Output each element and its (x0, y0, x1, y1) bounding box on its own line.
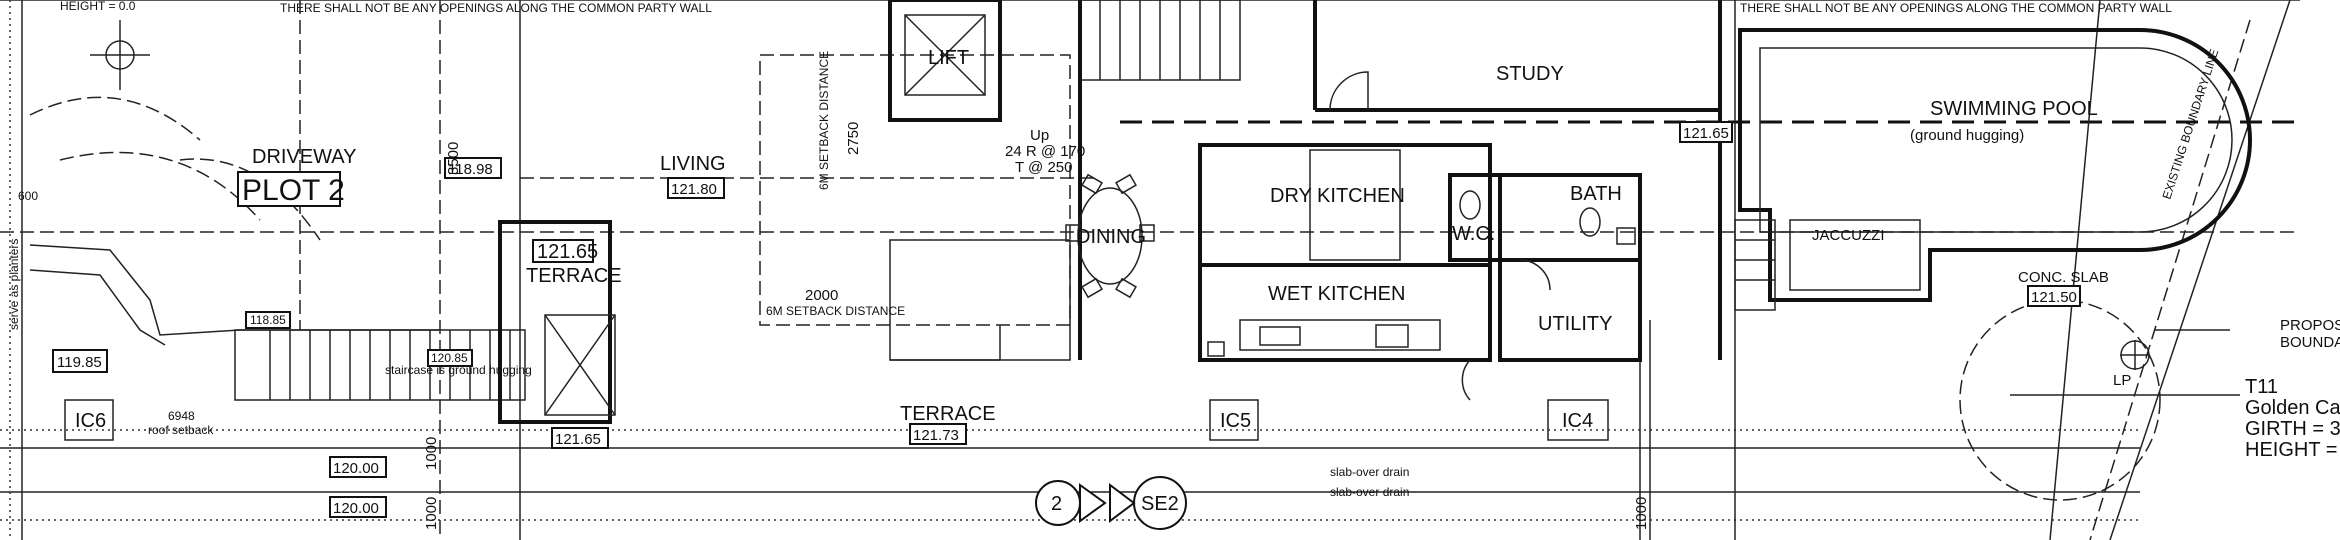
level-driveway: 118.98 (448, 161, 493, 178)
terrace-upper-label: TERRACE (526, 265, 622, 287)
setback-6948: 6948 (168, 409, 195, 423)
dimension-2000: 2000 (805, 287, 838, 304)
ic6-chamber (64, 399, 114, 441)
swimming-pool-label: SWIMMING POOL (1930, 98, 2098, 120)
plot-label: PLOT 2 (242, 174, 345, 207)
party-wall-note-right: THERE SHALL NOT BE ANY OPENINGS ALONG TH… (1740, 1, 2172, 15)
height-note: HEIGHT = 0.0 (60, 0, 136, 13)
wet-kitchen-label: WET KITCHEN (1268, 283, 1405, 305)
boundary-note: EXISTING BOUNDARY LINE (2160, 47, 2222, 201)
dry-kitchen-label: DRY KITCHEN (1270, 185, 1405, 207)
right-note-line1: PROPOSI (2280, 317, 2340, 334)
level-stair-mid: 120.85 (431, 351, 468, 365)
party-wall-note-left: THERE SHALL NOT BE ANY OPENINGS ALONG TH… (280, 1, 712, 15)
stair-up-note: Up (1030, 127, 1049, 144)
level-road-1: 120.00 (333, 460, 379, 477)
tree-name: Golden Ca (2245, 397, 2340, 419)
study-block (1313, 0, 1722, 360)
living-label: LIVING (660, 153, 726, 175)
level-left-edge: 119.85 (57, 354, 102, 371)
driveway-label: DRIVEWAY (252, 146, 356, 168)
conc-slab-label: CONC. SLAB (2018, 269, 2109, 286)
tree-height: HEIGHT = (2245, 439, 2337, 461)
jaccuzzi-label: JACCUZZI (1812, 227, 1885, 244)
ic5-label: IC5 (1220, 410, 1251, 432)
plan-grid-lines (0, 0, 2300, 521)
side-dimension-600: 600 (18, 189, 38, 203)
dimension-2750: 2750 (845, 122, 862, 155)
dining-table (1065, 173, 1155, 299)
right-note-line2: BOUNDA (2280, 334, 2340, 351)
tree-tag: T11 (2245, 376, 2278, 398)
utility-label: UTILITY (1538, 313, 1612, 335)
wet-areas (1448, 173, 1642, 401)
dining-label: DINING (1076, 226, 1146, 248)
ic4-label: IC4 (1562, 410, 1593, 432)
serve-as-planters-note: serve as planters (7, 239, 21, 330)
study-label: STUDY (1496, 63, 1564, 85)
level-pool: 121.65 (1683, 125, 1729, 142)
setback-note-2: 6M SETBACK DISTANCE (766, 304, 905, 318)
grid-marker-label: 2 (1051, 493, 1062, 515)
roof-setback-note: roof setback (148, 423, 214, 437)
wc-label: W.C. (1452, 223, 1495, 245)
stair-riser-note: 24 R @ 170 (1005, 143, 1085, 160)
ic4-chamber (1547, 399, 1609, 441)
ground-hugging-label: (ground hugging) (1910, 127, 2024, 144)
bath-label: BATH (1570, 183, 1622, 205)
stair-tread-note: T @ 250 (1015, 159, 1072, 176)
ic5-chamber (1209, 399, 1259, 441)
lower-staircase (234, 311, 526, 401)
tree-girth: GIRTH = 3 (2245, 418, 2340, 440)
lift-and-stair (888, 0, 1241, 360)
swimming-pool (1734, 28, 2252, 311)
dimension-1000c: 1000 (1633, 497, 1650, 530)
inspection-chambers (64, 399, 1609, 441)
level-road-2: 120.00 (333, 500, 379, 517)
level-terrace-upper: 121.65 (537, 241, 598, 263)
section-marker-label: SE2 (1141, 493, 1179, 515)
tree-canopy (1959, 299, 2240, 501)
lamp-post-label: LP (2113, 372, 2131, 389)
slab-over-drain-2: slab-over drain (1330, 485, 1409, 499)
level-boxes (52, 121, 2081, 518)
dimension-1000b: 1000 (423, 497, 440, 530)
dimension-3500: 3500 (445, 142, 462, 175)
driveway-area (29, 0, 440, 346)
staircase-note: staircase is ground hugging (385, 363, 532, 377)
ic6-label: IC6 (75, 410, 106, 432)
level-lower-left: 121.65 (555, 431, 601, 448)
level-living: 121.80 (671, 181, 717, 198)
kitchen-block (1198, 143, 1492, 362)
slab-over-drain-1: slab-over drain (1330, 465, 1409, 479)
level-conc-slab: 121.50 (2031, 289, 2077, 306)
setback-note-1: 6M SETBACK DISTANCE (817, 51, 831, 190)
section-markers (1035, 476, 1187, 530)
lift-label: LIFT (928, 47, 969, 69)
terrace-upper-block (498, 220, 616, 424)
level-stair-landing: 118.85 (250, 313, 286, 327)
level-terrace-lower: 121.73 (913, 427, 959, 444)
terrace-lower-label: TERRACE (900, 403, 996, 425)
living-dining-outline (759, 54, 1071, 361)
dimension-1000a: 1000 (423, 437, 440, 470)
